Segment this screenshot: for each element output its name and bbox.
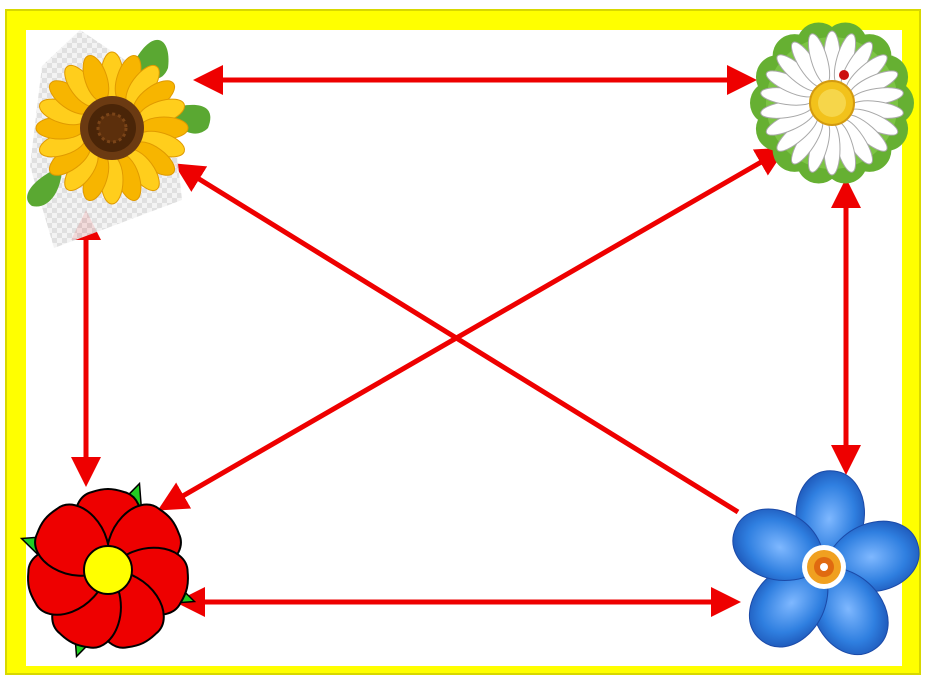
ladybug-icon: [839, 70, 849, 80]
